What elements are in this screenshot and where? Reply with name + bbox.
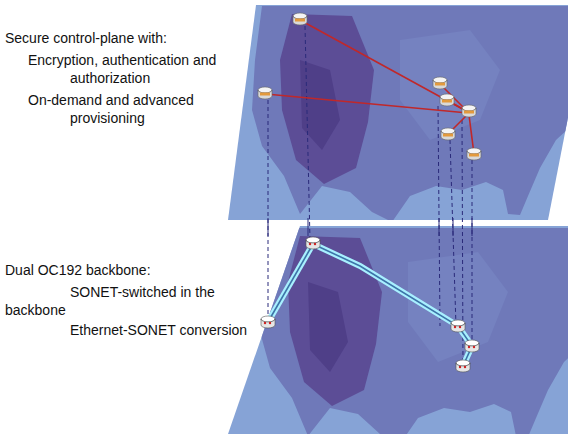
feature-label: On-demand and advanced provisioning	[28, 91, 250, 127]
top-map	[200, 0, 568, 230]
heading-label: Dual OC192 backbone:	[5, 261, 235, 279]
feature-label: Ethernet-SONET conversion	[70, 321, 260, 339]
heading-label: Secure control-plane with:	[5, 29, 235, 47]
backbone-links	[268, 244, 472, 366]
feature-label: Encryption, authentication and authoriza…	[28, 51, 250, 87]
layer-links	[268, 26, 472, 366]
feature-label: SONET-switched in the backbone	[5, 283, 225, 319]
control-links	[266, 20, 474, 154]
bottom-map	[208, 222, 568, 434]
